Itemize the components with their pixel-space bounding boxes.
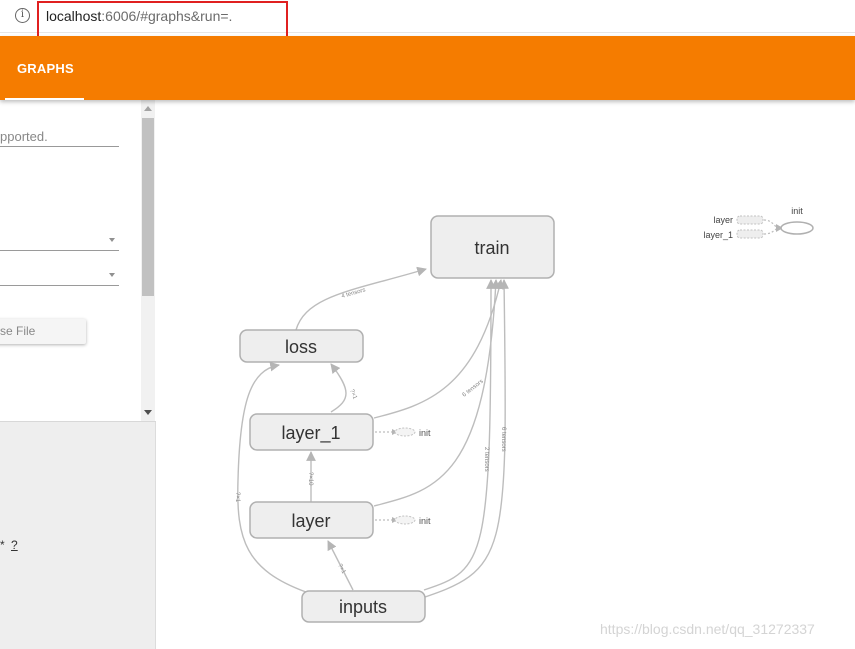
init-label-layer-1: init xyxy=(419,428,431,438)
node-layer-1-label: layer_1 xyxy=(281,423,340,444)
sidebar-divider xyxy=(0,421,156,422)
help-link[interactable]: ? xyxy=(11,538,18,552)
edge-inputs-layer xyxy=(327,540,354,591)
aux-layer-stub[interactable] xyxy=(736,215,764,225)
edge-label-inputs-layer: ?×1 xyxy=(336,563,346,575)
node-layer-1[interactable]: layer_1 xyxy=(249,413,374,451)
node-inputs-label: inputs xyxy=(339,597,387,617)
node-layer[interactable]: layer xyxy=(249,501,374,539)
edge-label-layer1-loss: ?×1 xyxy=(348,389,358,401)
chevron-down-icon xyxy=(109,238,115,242)
edge-loss-train xyxy=(295,266,427,331)
edge-label-layer-layer1: ?×10 xyxy=(307,472,313,486)
graph-canvas[interactable]: 4 tensors 6 tensors ?×1 ?×10 ?×1 ?×1 2 t… xyxy=(156,100,855,649)
chevron-down-icon xyxy=(109,273,115,277)
edge-label-inputs-train-2: 6 tensors xyxy=(500,427,506,452)
url-text[interactable]: localhost:6006/#graphs&run=. xyxy=(46,8,232,24)
init-stub-layer[interactable] xyxy=(394,515,416,525)
edge-layer1-loss xyxy=(330,363,347,413)
address-bar[interactable]: i localhost:6006/#graphs&run=. xyxy=(0,0,855,33)
watermark: https://blog.csdn.net/qq_31272337 xyxy=(600,621,815,637)
tab-graphs[interactable]: GRAPHS xyxy=(5,36,84,100)
tab-active-indicator xyxy=(5,98,84,100)
aux-init-title: init xyxy=(791,206,803,216)
edge-inputs-loss xyxy=(237,361,307,593)
tab-graphs-label: GRAPHS xyxy=(17,61,74,76)
node-train-label: train xyxy=(474,238,509,258)
scrollbar-thumb[interactable] xyxy=(142,118,154,296)
help-text-star: * xyxy=(0,538,9,552)
sidebar-legend xyxy=(0,422,156,649)
run-select[interactable] xyxy=(0,233,119,251)
node-loss-label: loss xyxy=(285,337,317,357)
tag-select[interactable] xyxy=(0,268,119,286)
top-header: GRAPHS xyxy=(0,36,855,100)
info-icon[interactable]: i xyxy=(15,8,30,23)
node-train[interactable]: train xyxy=(430,215,555,279)
edge-label-inputs-loss: ?×1 xyxy=(234,492,240,503)
edge-label-inputs-train-1: 2 tensors xyxy=(483,447,489,472)
arrow-aux-init xyxy=(776,224,783,232)
aux-layer-label: layer xyxy=(713,215,733,225)
url-host: localhost xyxy=(46,8,102,24)
scroll-up-arrow-icon[interactable] xyxy=(144,106,152,111)
url-path: :6006/#graphs&run=. xyxy=(101,8,233,24)
aux-layer-1-label: layer_1 xyxy=(703,230,733,240)
node-inputs[interactable]: inputs xyxy=(301,590,426,623)
init-label-layer: init xyxy=(419,516,431,526)
edge-inputs-train-1 xyxy=(423,279,496,591)
edge-aux-layer-init xyxy=(763,219,779,229)
upload-note: pported. xyxy=(0,129,119,147)
init-stub-layer-1[interactable] xyxy=(394,427,416,437)
edge-inputs-train-2 xyxy=(415,279,510,601)
aux-layer-1-stub[interactable] xyxy=(736,229,764,239)
sidebar-controls xyxy=(0,100,156,422)
aux-init-node[interactable]: init xyxy=(780,206,814,235)
node-loss[interactable]: loss xyxy=(239,329,364,363)
choose-file-button[interactable]: se File xyxy=(0,319,86,344)
edge-aux-layer1-init xyxy=(763,227,779,235)
edge-layer-train xyxy=(373,279,501,507)
help-text: * ? xyxy=(0,538,18,552)
node-layer-label: layer xyxy=(291,511,330,531)
scroll-down-arrow-icon[interactable] xyxy=(144,410,152,415)
